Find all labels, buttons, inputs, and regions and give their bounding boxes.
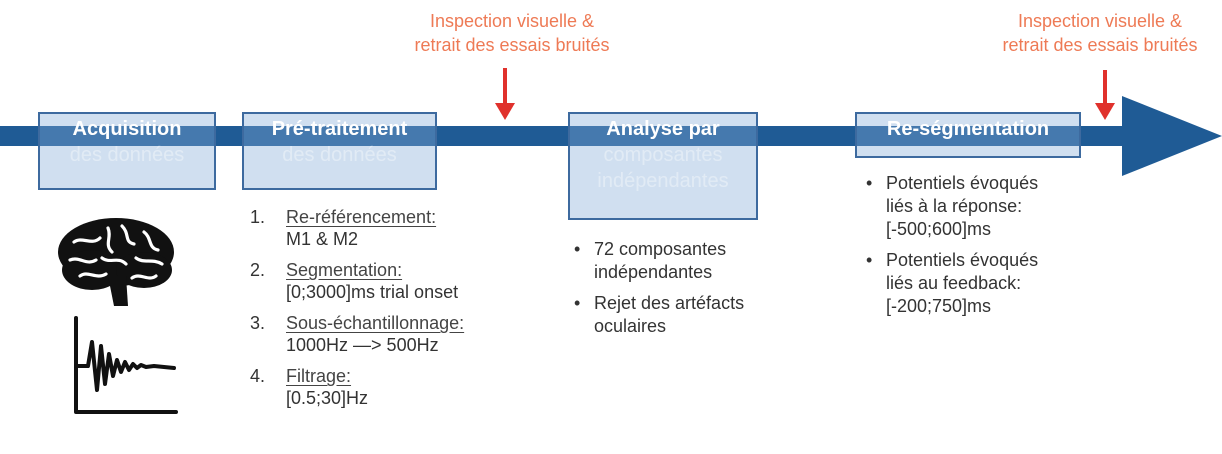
stage-title: Pré-traitement bbox=[271, 118, 408, 140]
list-item: • Rejet des artéfacts oculaires bbox=[572, 292, 832, 338]
ica-bullets: • 72 composantes indépendantes • Rejet d… bbox=[572, 238, 832, 346]
list-item: • Potentiels évoqués liés à la réponse: … bbox=[864, 172, 1124, 241]
red-marker-2 bbox=[1095, 70, 1115, 120]
list-item: 3. Sous-échantillonnage: 1000Hz —> 500Hz bbox=[242, 312, 562, 356]
annotation-inspection-1: Inspection visuelle & retrait des essais… bbox=[397, 9, 627, 57]
step-title: Sous-échantillonnage: bbox=[286, 313, 465, 333]
step-title: Filtrage: bbox=[286, 366, 352, 386]
step-detail: [0;3000]ms trial onset bbox=[286, 282, 459, 302]
step-number: 1. bbox=[250, 207, 266, 227]
stage-resegmentation: Re-ségmentation bbox=[855, 112, 1081, 158]
red-marker-1 bbox=[495, 68, 515, 120]
step-detail: [0.5;30]Hz bbox=[286, 388, 369, 408]
annotation-line-1: Inspection visuelle & bbox=[1017, 11, 1183, 31]
step-detail: M1 & M2 bbox=[286, 229, 359, 249]
step-detail: 1000Hz —> 500Hz bbox=[286, 335, 439, 355]
bullet-line: indépendantes bbox=[594, 262, 713, 282]
stage-subtitle: des données bbox=[69, 144, 185, 166]
stage-subtitle: des données bbox=[282, 144, 397, 166]
stage-subtitle-2: indépendantes bbox=[597, 170, 729, 192]
stage-title: Re-ségmentation bbox=[886, 118, 1050, 140]
stage-acquisition: Acquisition des données bbox=[38, 112, 216, 190]
list-item: 4. Filtrage: [0.5;30]Hz bbox=[242, 365, 562, 409]
bullet-line: Potentiels évoqués bbox=[886, 173, 1039, 193]
annotation-line-2: retrait des essais bruités bbox=[1002, 35, 1198, 55]
timeline-arrowhead bbox=[1122, 96, 1222, 176]
annotation-line-2: retrait des essais bruités bbox=[414, 35, 610, 55]
bullet-line: [-500;600]ms bbox=[886, 219, 992, 239]
bullet-icon: • bbox=[574, 293, 581, 313]
timeline-bar bbox=[0, 126, 1128, 146]
bullet-icon: • bbox=[574, 239, 581, 259]
step-number: 3. bbox=[250, 313, 266, 333]
list-item: 2. Segmentation: [0;3000]ms trial onset bbox=[242, 259, 562, 303]
annotation-line-1: Inspection visuelle & bbox=[429, 11, 595, 31]
bullet-line: Potentiels évoqués bbox=[886, 250, 1039, 270]
bullet-line: 72 composantes bbox=[594, 239, 727, 259]
preprocessing-steps: 1. Re-référencement: M1 & M2 2. Segmenta… bbox=[242, 206, 562, 418]
step-number: 4. bbox=[250, 366, 266, 386]
step-title: Re-référencement: bbox=[286, 207, 437, 227]
bullet-icon: • bbox=[866, 173, 873, 193]
brain-icon bbox=[58, 218, 174, 306]
bullet-line: Rejet des artéfacts bbox=[594, 293, 745, 313]
stage-title: Analyse par bbox=[606, 118, 720, 140]
list-item: • Potentiels évoqués liés au feedback: [… bbox=[864, 249, 1124, 318]
eeg-signal-icon bbox=[74, 316, 178, 414]
stage-pretraitement: Pré-traitement des données bbox=[242, 112, 437, 190]
annotation-inspection-2: Inspection visuelle & retrait des essais… bbox=[985, 9, 1215, 57]
bullet-icon: • bbox=[866, 250, 873, 270]
stage-ica: Analyse par composantes indépendantes bbox=[568, 112, 758, 220]
bullet-line: [-200;750]ms bbox=[886, 296, 992, 316]
stage-title: Acquisition bbox=[72, 118, 182, 140]
list-item: 1. Re-référencement: M1 & M2 bbox=[242, 206, 562, 250]
step-title: Segmentation: bbox=[286, 260, 403, 280]
bullet-line: oculaires bbox=[594, 316, 667, 336]
list-item: • 72 composantes indépendantes bbox=[572, 238, 832, 284]
stage-subtitle: composantes bbox=[603, 144, 723, 166]
bullet-line: liés au feedback: bbox=[886, 273, 1022, 293]
bullet-line: liés à la réponse: bbox=[886, 196, 1023, 216]
step-number: 2. bbox=[250, 260, 266, 280]
resegmentation-bullets: • Potentiels évoqués liés à la réponse: … bbox=[864, 172, 1124, 326]
